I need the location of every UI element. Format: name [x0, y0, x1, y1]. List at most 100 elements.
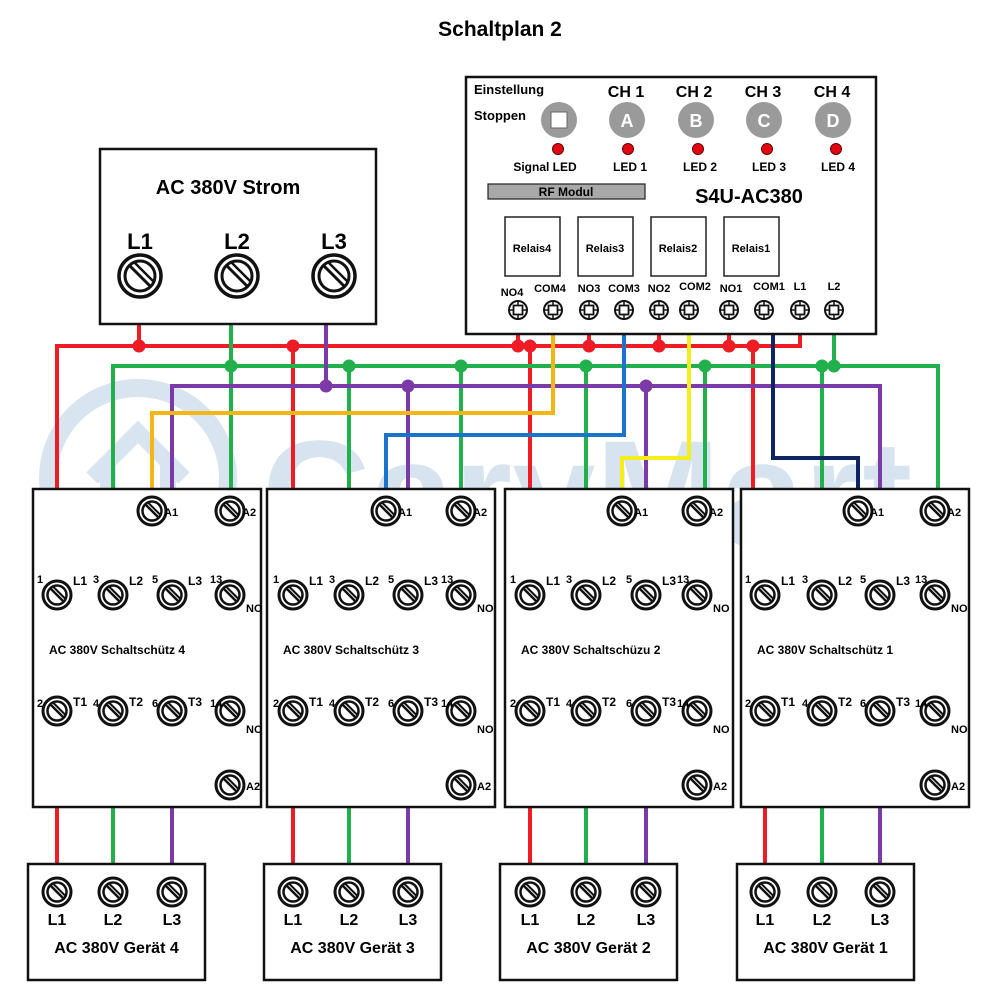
coil-label: A1 [398, 507, 412, 519]
aux-terminal [681, 769, 713, 801]
device-name: AC 380V Gerät 3 [290, 940, 415, 957]
terminal-label: NO [246, 724, 263, 736]
coil-terminal-a1 [136, 495, 168, 527]
led-indicator [761, 143, 773, 155]
device-terminal [864, 876, 896, 908]
led-label: LED 4 [821, 160, 855, 174]
input-terminal [41, 579, 73, 611]
supply-terminal-screw [117, 253, 163, 299]
coil-label: A2 [473, 507, 487, 519]
relay-4 [504, 216, 561, 277]
device-terminal-label: L3 [871, 912, 890, 929]
terminal-number: 13 [441, 574, 453, 586]
wire-com3 [384, 310, 626, 511]
aux-label: A2 [951, 781, 965, 793]
terminal-number: 2 [510, 698, 516, 710]
terminal-number: 4 [93, 698, 100, 710]
device-name: AC 380V Gerät 4 [54, 940, 179, 957]
receiver-terminal-label: COM4 [534, 283, 567, 295]
channel-button-letter: D [827, 111, 840, 131]
output-terminal [514, 695, 546, 727]
device-terminal [630, 876, 662, 908]
device-terminal [392, 876, 424, 908]
channel-label: CH 1 [608, 84, 645, 101]
terminal-label: L2 [602, 574, 616, 588]
terminal-number: 6 [388, 698, 394, 710]
terminal-number: 2 [745, 698, 751, 710]
terminal-label: L1 [546, 574, 560, 588]
device-terminal-label: L1 [756, 912, 775, 929]
device-name: AC 380V Gerät 2 [526, 940, 651, 957]
settings-label: Einstellung [474, 82, 544, 97]
receiver-terminal-label: NO4 [501, 287, 525, 299]
supply-terminal-label: L3 [321, 229, 347, 254]
receiver-terminal-no1 [719, 300, 739, 320]
terminal-number: 1 [745, 574, 751, 586]
terminal-label: T2 [365, 695, 379, 709]
channel-2: CH 2 B LED 2 [676, 84, 718, 174]
contactor-name: AC 380V Schaltschütz 1 [757, 643, 893, 657]
terminal-number: 4 [329, 698, 336, 710]
coil-label: A2 [709, 507, 723, 519]
channel-button-b[interactable] [678, 102, 714, 138]
terminal-number: 2 [273, 698, 279, 710]
supply-terminal-label: L1 [127, 229, 153, 254]
receiver-terminal-no3 [579, 300, 599, 320]
channel-button-letter: A [621, 111, 634, 131]
led-indicator [622, 143, 634, 155]
terminal-label: T3 [424, 695, 438, 709]
receiver-terminal-com3 [614, 300, 634, 320]
led-label: LED 3 [752, 160, 786, 174]
aux-label: A2 [477, 781, 491, 793]
terminal-label: L3 [188, 574, 202, 588]
channel-button-c[interactable] [746, 102, 782, 138]
channel-button-d[interactable] [815, 102, 851, 138]
terminal-number: 3 [566, 574, 572, 586]
coil-terminal-a2 [681, 495, 713, 527]
terminal-number: 14 [677, 698, 690, 710]
input-terminal [277, 579, 309, 611]
terminal-number: 5 [152, 574, 158, 586]
coil-label: A2 [242, 507, 256, 519]
contactor-name: AC 380V Schaltschüzu 2 [521, 643, 661, 657]
wire-com2 [620, 310, 691, 511]
receiver-terminal-no2 [649, 300, 669, 320]
coil-terminal-a2 [214, 495, 246, 527]
terminal-number: 1 [273, 574, 279, 586]
terminal-label: L2 [365, 574, 379, 588]
led-label: LED 2 [683, 160, 717, 174]
input-terminal [514, 579, 546, 611]
relay-3 [577, 216, 634, 277]
coil-label: A1 [870, 507, 884, 519]
receiver-terminal-com1 [754, 300, 774, 320]
input-terminal [97, 579, 129, 611]
receiver-terminal-no4 [508, 300, 528, 320]
terminal-label: L3 [662, 574, 676, 588]
supply-terminal-screw [311, 253, 357, 299]
device-terminal [333, 876, 365, 908]
input-terminal [630, 579, 662, 611]
terminal-number: 14 [441, 698, 454, 710]
terminal-number: 4 [802, 698, 809, 710]
terminal-number: 5 [626, 574, 632, 586]
terminal-label: NO [713, 603, 730, 615]
device-terminal-label: L2 [577, 912, 596, 929]
channel-button-a[interactable] [609, 102, 645, 138]
input-terminal [333, 579, 365, 611]
coil-label: A1 [634, 507, 648, 519]
terminal-number: 3 [93, 574, 99, 586]
output-terminal [570, 695, 602, 727]
receiver-terminal-label: L1 [794, 281, 807, 293]
terminal-label: T3 [896, 695, 910, 709]
output-terminal [864, 695, 896, 727]
rf-module-label: RF Modul [539, 185, 594, 199]
terminal-label: NO [477, 724, 494, 736]
device-terminal-label: L2 [104, 912, 123, 929]
output-terminal [630, 695, 662, 727]
terminal-label: NO [246, 603, 263, 615]
channel-label: CH 4 [814, 84, 851, 101]
contactor-name: AC 380V Schaltschütz 4 [49, 643, 185, 657]
terminal-number: 6 [626, 698, 632, 710]
